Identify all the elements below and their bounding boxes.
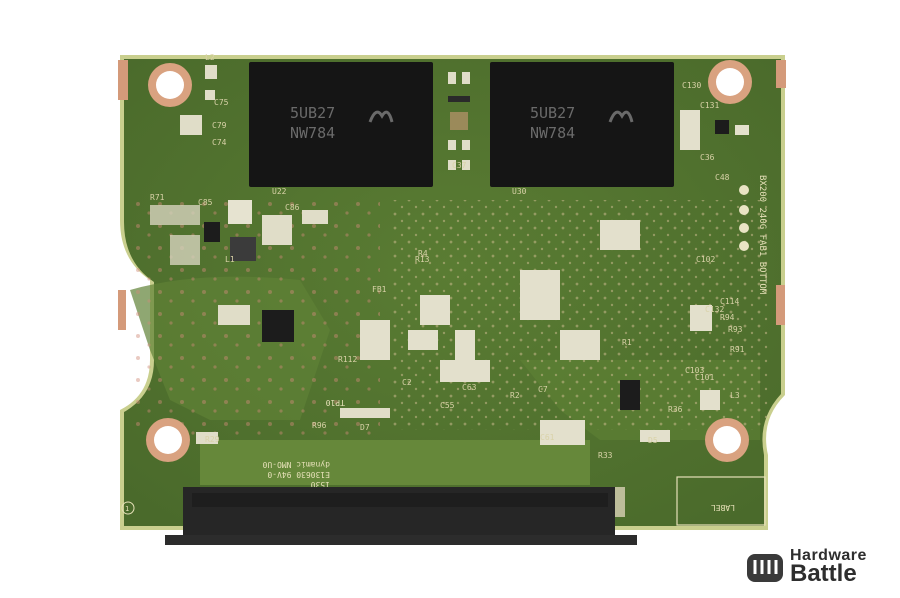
tp-label: TP10 bbox=[326, 398, 345, 407]
comp-label: R96 bbox=[312, 421, 327, 430]
comp-label: C86 bbox=[285, 203, 300, 212]
chip-marking-line1: 5UB27 bbox=[290, 104, 335, 122]
comp-label: R4 bbox=[418, 249, 428, 258]
label-box-text: LABEL bbox=[711, 503, 735, 512]
comp-label: C63 bbox=[462, 383, 477, 392]
watermark-line2: Battle bbox=[790, 560, 857, 587]
comp-label: R1 bbox=[622, 338, 632, 347]
ul-line2: E130630 94V-0 bbox=[267, 470, 330, 479]
comp-label: R2 bbox=[510, 391, 520, 400]
nand-chip-u22: 5UB27 NW784 U22 bbox=[249, 62, 433, 196]
fist-logo-icon bbox=[747, 554, 783, 582]
edge-pad-right-mid bbox=[776, 285, 785, 325]
comp-label: C61 bbox=[540, 433, 555, 442]
comp-label: C85 bbox=[198, 198, 213, 207]
edge-pad-right-top bbox=[776, 60, 786, 88]
edge-pad-left-top bbox=[118, 60, 128, 100]
edge-pad-left-mid bbox=[118, 290, 126, 330]
pin1-marker-icon: 1 bbox=[121, 501, 135, 515]
comp-label: C79 bbox=[212, 121, 227, 130]
comp-label: C103 bbox=[685, 366, 704, 375]
comp-label: C102 bbox=[696, 255, 715, 264]
chip-marking-line2: NW784 bbox=[530, 124, 575, 142]
comp-label: R29 bbox=[205, 435, 220, 444]
comp-label: R94 bbox=[720, 313, 735, 322]
label-area: LABEL bbox=[676, 476, 766, 526]
comp-label: R36 bbox=[668, 405, 683, 414]
mounting-holes bbox=[146, 60, 752, 462]
comp-label: C36 bbox=[700, 153, 715, 162]
nand-chip-u30: 5UB27 NW784 U30 bbox=[490, 62, 674, 196]
ul-line1: dynamic NMO-U0 bbox=[262, 460, 330, 469]
side-test-points bbox=[739, 185, 749, 251]
comp-label: R13 bbox=[415, 255, 430, 264]
comp-label: C132 bbox=[705, 305, 724, 314]
board-side-label: BX200 240G FAB1 BOTTOM bbox=[757, 175, 767, 295]
smd-components-center-top bbox=[448, 72, 470, 170]
comp-label: C7 bbox=[538, 385, 548, 394]
ul-line3: 1530 bbox=[311, 480, 330, 489]
controller-area-components bbox=[360, 110, 749, 445]
comp-label: C114 bbox=[720, 297, 739, 306]
comp-label: C37 bbox=[452, 161, 467, 170]
comp-label: C101 bbox=[695, 373, 714, 382]
hardware-battle-watermark: Hardware Battle bbox=[790, 548, 867, 586]
comp-label: R112 bbox=[338, 355, 357, 364]
comp-label: D7 bbox=[360, 423, 370, 432]
comp-label: R91 bbox=[730, 345, 745, 354]
micron-logo-icon bbox=[608, 110, 634, 123]
comp-label: C55 bbox=[440, 401, 455, 410]
comp-label: L2 bbox=[205, 53, 215, 62]
comp-label: R33 bbox=[598, 451, 613, 460]
sata-connector bbox=[165, 487, 637, 545]
comp-label: C130 bbox=[682, 81, 701, 90]
comp-label: L1 bbox=[225, 255, 235, 264]
comp-label: R93 bbox=[728, 325, 743, 334]
comp-label: C2 bbox=[402, 378, 412, 387]
ul-marking: dynamic NMO-U0 E130630 94V-0 1530 bbox=[262, 460, 330, 489]
micron-logo-icon bbox=[368, 110, 394, 123]
comp-label: D5 bbox=[648, 436, 658, 445]
chip-ref-label: U22 bbox=[272, 187, 287, 196]
watermark-line1: Hardware bbox=[790, 547, 867, 564]
svg-text:1: 1 bbox=[125, 505, 129, 513]
chip-ref-label: U30 bbox=[512, 187, 527, 196]
comp-label: C131 bbox=[700, 101, 719, 110]
comp-label: C74 bbox=[212, 138, 227, 147]
comp-label: C48 bbox=[715, 173, 730, 182]
chip-marking-line1: 5UB27 bbox=[530, 104, 575, 122]
power-section-components bbox=[150, 65, 390, 444]
comp-label: L3 bbox=[730, 391, 740, 400]
chip-marking-line2: NW784 bbox=[290, 124, 335, 142]
comp-label: R71 bbox=[150, 193, 165, 202]
silkscreen-labels: C75 C79 C74 L2 C130 C131 C36 C48 R94 R93… bbox=[150, 53, 745, 460]
comp-label: FB1 bbox=[372, 285, 387, 294]
comp-label: C75 bbox=[214, 98, 229, 107]
